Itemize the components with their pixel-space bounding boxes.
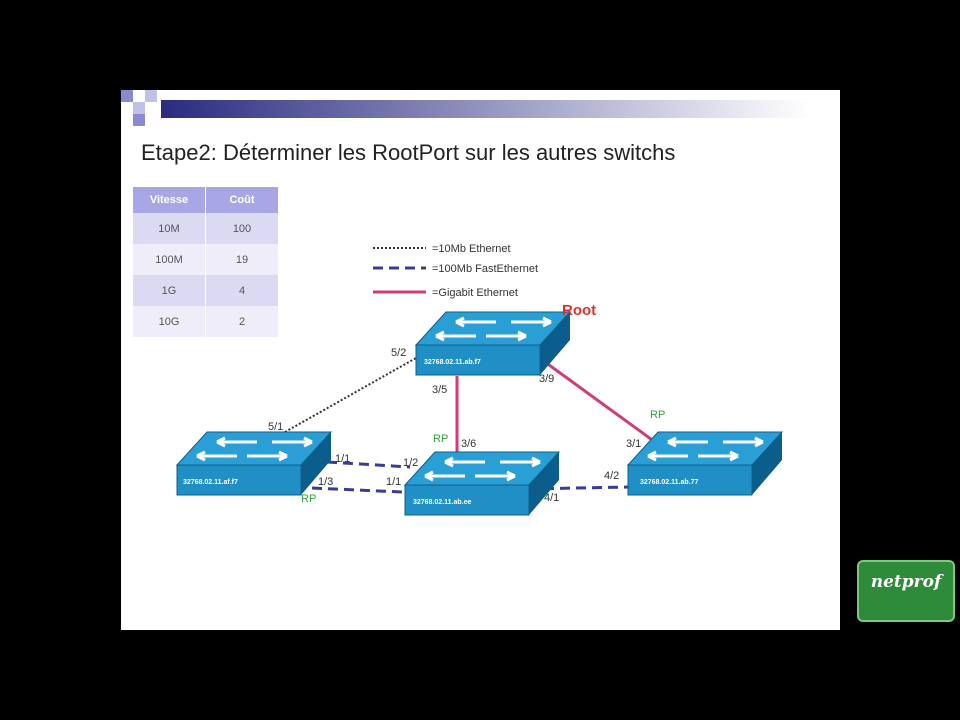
slide-header-decoration xyxy=(121,90,811,126)
slide: Etape2: Déterminer les RootPort sur les … xyxy=(121,90,840,630)
slide-title: Etape2: Déterminer les RootPort sur les … xyxy=(141,140,676,165)
port-label: 4/1 xyxy=(544,492,559,504)
port-label: 3/6 xyxy=(461,438,476,450)
link-root-left xyxy=(284,357,417,433)
port-label: 3/5 xyxy=(432,384,447,396)
cell: 4 xyxy=(205,275,279,306)
port-label: 1/1 xyxy=(335,453,350,465)
link-left-middle-2 xyxy=(311,486,403,494)
switch-label: 32768.02.11.ab.f7 xyxy=(424,359,481,366)
port-label: 5/1 xyxy=(268,421,283,433)
logo-text: netprof xyxy=(870,572,942,592)
switch-root: 32768.02.11.ab.f7 xyxy=(414,310,572,377)
port-label: 3/1 xyxy=(626,438,641,450)
root-label: Root xyxy=(562,302,596,319)
legend-gigabit: =Gigabit Ethernet xyxy=(432,287,518,299)
port-label: 4/2 xyxy=(604,470,619,482)
rp-label-right: RP xyxy=(650,409,665,421)
cell: 100M xyxy=(133,244,206,275)
header-speed: Vitesse xyxy=(133,187,206,213)
port-label: 1/2 xyxy=(403,457,418,469)
header-cost: Coût xyxy=(205,187,279,213)
cell: 100 xyxy=(205,213,279,244)
rp-label-middle: RP xyxy=(433,433,448,445)
port-label: 1/1 xyxy=(386,476,401,488)
netprof-logo: netprof xyxy=(857,560,955,622)
cell: 1G xyxy=(133,275,206,306)
switch-label: 32768.02.11.af.f7 xyxy=(183,479,238,486)
switch-label: 32768.02.11.ab.ee xyxy=(413,499,471,506)
legend-ethernet: =10Mb Ethernet xyxy=(432,243,511,255)
switch-right: 32768.02.11.ab.77 xyxy=(626,430,784,497)
switch-middle: 32768.02.11.ab.ee xyxy=(403,450,561,517)
cell: 10M xyxy=(133,213,206,244)
link-left-middle-1 xyxy=(326,460,411,469)
port-label: 1/3 xyxy=(318,476,333,488)
rp-label-left: RP xyxy=(301,493,316,505)
switch-label: 32768.02.11.ab.77 xyxy=(640,479,698,486)
legend-fastethernet: =100Mb FastEthernet xyxy=(432,263,538,275)
link-root-right xyxy=(544,360,656,444)
port-label: 3/9 xyxy=(539,373,554,385)
cell: 2 xyxy=(205,306,279,337)
port-label: 5/2 xyxy=(391,347,406,359)
cell: 10G xyxy=(133,306,206,337)
switch-left: 32768.02.11.af.f7 xyxy=(175,430,333,497)
cell: 19 xyxy=(205,244,279,275)
